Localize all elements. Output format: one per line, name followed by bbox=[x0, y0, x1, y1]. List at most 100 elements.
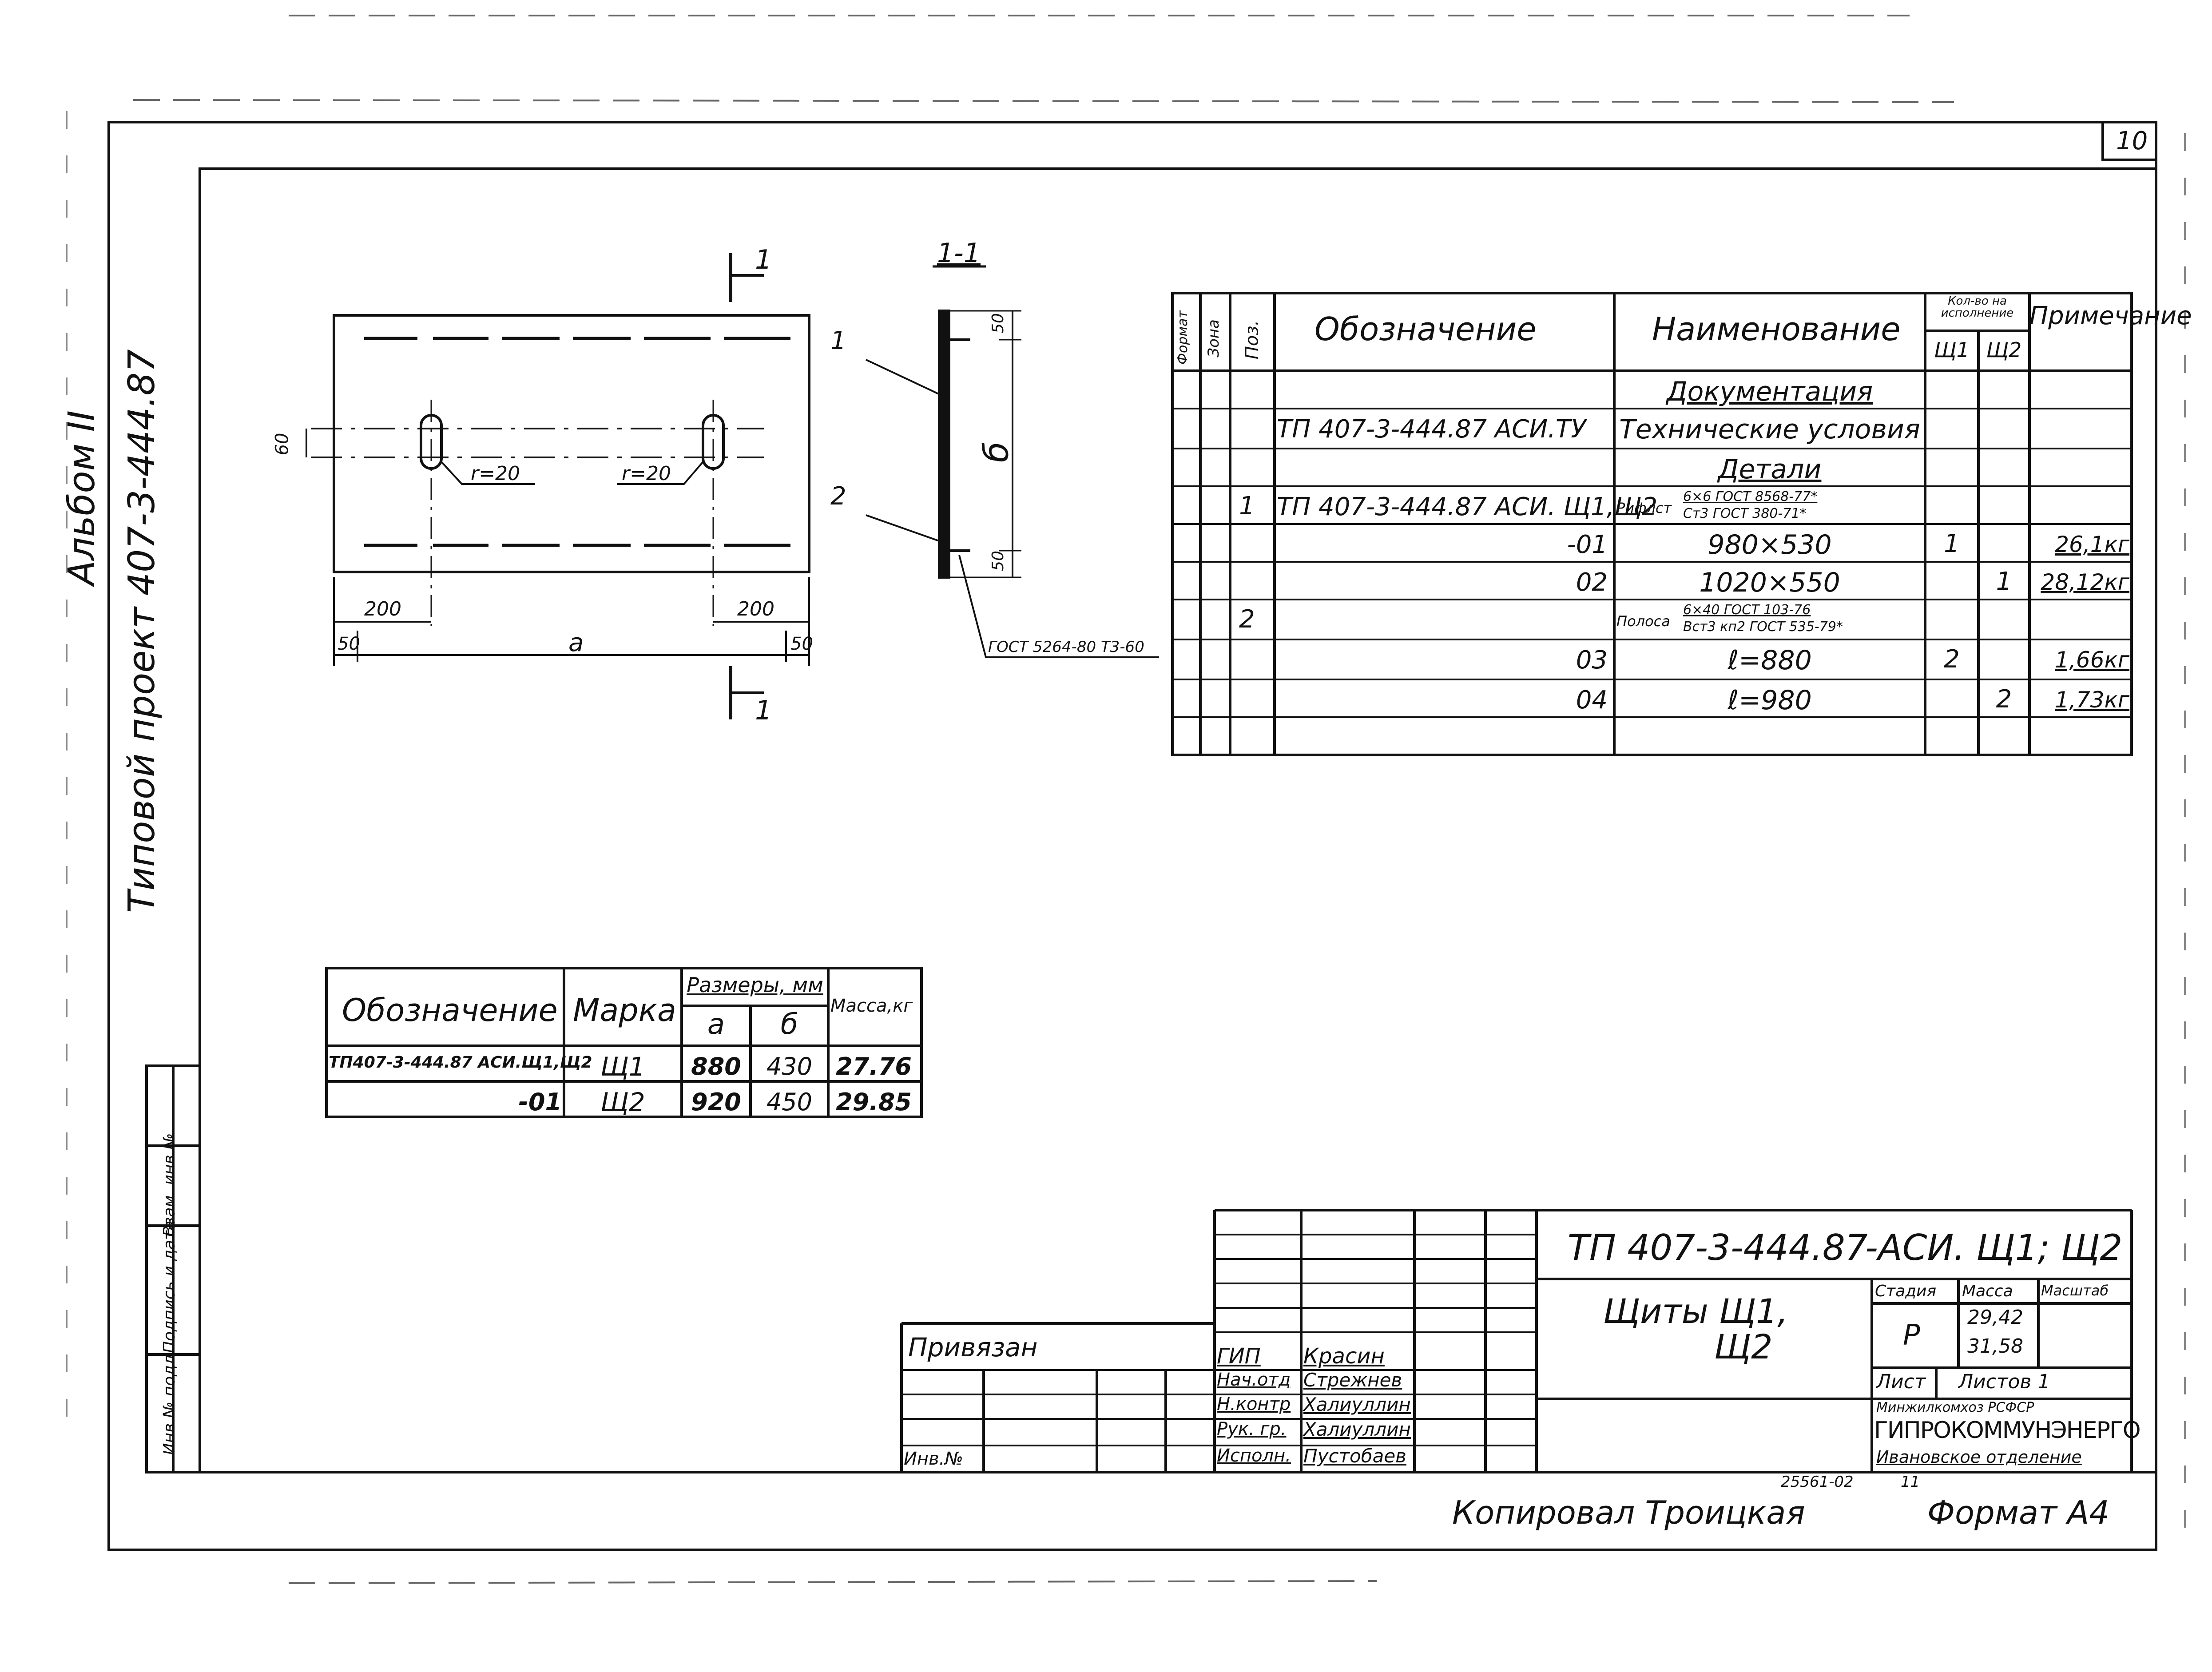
hdr-designation: Обозначение bbox=[1314, 310, 1537, 348]
radius-left: r=20 bbox=[471, 462, 520, 485]
mark-mark: Щ1 bbox=[600, 1052, 645, 1082]
stage-value: Р bbox=[1903, 1319, 1920, 1352]
role-name: Пустобаев bbox=[1303, 1445, 1406, 1467]
role-name: Красин bbox=[1303, 1344, 1385, 1369]
mark-designation: -01 bbox=[518, 1088, 562, 1116]
dim-50-bottom: 50 bbox=[989, 551, 1007, 571]
section-mark-bottom: 1 bbox=[755, 695, 772, 726]
spec-designation: -01 bbox=[1567, 530, 1608, 559]
org-line3: Ивановское отделение bbox=[1876, 1447, 2082, 1467]
title-line1: Щиты Щ1, bbox=[1603, 1291, 1788, 1331]
copied-by: Копировал Троицкая bbox=[1452, 1494, 1805, 1531]
stage-label: Стадия bbox=[1875, 1282, 1937, 1300]
spec-designation: 04 bbox=[1576, 686, 1608, 715]
inv-label: Инв.№ bbox=[904, 1449, 963, 1469]
hdr-qty-2: Щ2 bbox=[1986, 338, 2022, 362]
spec-name-prefix: Полоса bbox=[1616, 613, 1670, 630]
spec-note: 28,12кг bbox=[2041, 569, 2129, 595]
weld-note: ГОСТ 5264-80 Т3-60 bbox=[988, 638, 1144, 656]
doc-code: ТП 407-3-444.87 bbox=[1568, 1227, 1868, 1268]
role-title: Н.контр bbox=[1217, 1394, 1291, 1414]
format-label: Формат А4 bbox=[1927, 1494, 2110, 1531]
spec-note: 1,66кг bbox=[2055, 647, 2129, 673]
mark-b: 450 bbox=[766, 1088, 813, 1116]
mark-hdr-b: б bbox=[780, 1008, 798, 1041]
spec-designation: 03 bbox=[1576, 646, 1608, 675]
role-name: Халиуллин bbox=[1303, 1418, 1411, 1440]
hdr-pos: Поз. bbox=[1242, 320, 1263, 360]
spec-name: ℓ=980 bbox=[1728, 685, 1812, 716]
spec-pos: 2 bbox=[1239, 605, 1255, 634]
spec-name: 1020×550 bbox=[1699, 567, 1840, 598]
section-mark-top: 1 bbox=[755, 244, 772, 275]
mark-a: 880 bbox=[691, 1052, 741, 1080]
hdr-note: Примечание bbox=[2029, 302, 2192, 330]
section-view bbox=[866, 265, 1159, 658]
project-label: Типовой проект 407-3-444.87 bbox=[121, 349, 163, 913]
role-title: Рук. гр. bbox=[1217, 1419, 1287, 1439]
mass-1: 29,42 bbox=[1967, 1306, 2023, 1329]
hdr-qty-1: Щ1 bbox=[1934, 338, 1970, 362]
mass-label: Масса bbox=[1962, 1282, 2013, 1300]
spec-name: 980×530 bbox=[1708, 529, 1832, 560]
role-title: Нач.отд bbox=[1217, 1370, 1291, 1390]
org-line1: Минжилкомхоз РСФСР bbox=[1876, 1400, 2034, 1415]
spec-qty-1: 2 bbox=[1944, 645, 1960, 674]
mark-a: 920 bbox=[691, 1088, 741, 1116]
sheet-number: 10 bbox=[2116, 127, 2148, 155]
album-label: Альбом II bbox=[61, 410, 103, 585]
role-name: Халиуллин bbox=[1303, 1394, 1411, 1415]
mark-mark: Щ2 bbox=[600, 1087, 645, 1117]
spec-name-bottom: Ст3 ГОСТ 380-71* bbox=[1683, 506, 1807, 521]
spec-note: 1,73кг bbox=[2055, 687, 2129, 713]
plate-outline bbox=[333, 314, 810, 573]
spec-designation: ТП 407-3-444.87 АСИ. Щ1,Щ2 bbox=[1277, 492, 1658, 521]
mass-2: 31,58 bbox=[1967, 1335, 2023, 1358]
radius-right: r=20 bbox=[622, 462, 671, 485]
mark-mass: 29.85 bbox=[836, 1088, 912, 1116]
spec-name: Детали bbox=[1718, 454, 1822, 485]
doc-number: 25561-02 bbox=[1781, 1473, 1854, 1491]
stamp-replace: Взам. инв.№ bbox=[160, 1133, 179, 1237]
spec-qty-1: 1 bbox=[1944, 529, 1960, 558]
section-title: 1-1 bbox=[937, 238, 981, 269]
dim-50-right: 50 bbox=[790, 634, 813, 654]
role-title: ГИП bbox=[1217, 1344, 1261, 1369]
dim-50-left: 50 bbox=[338, 634, 360, 654]
dim-200-right: 200 bbox=[737, 598, 774, 620]
inner-frame bbox=[199, 167, 2157, 1473]
linked-label: Привязан bbox=[908, 1332, 1038, 1362]
spec-name-bottom: Вст3 кп2 ГОСТ 535-79* bbox=[1683, 619, 1843, 635]
doc-number-2: 11 bbox=[1901, 1473, 1920, 1491]
leader-2: 2 bbox=[830, 482, 846, 511]
dim-b: б bbox=[976, 441, 1016, 463]
spec-qty-2: 2 bbox=[1996, 685, 2012, 714]
scale-label: Масштаб bbox=[2041, 1282, 2109, 1299]
org-line2: ГИПРОКОММУНЭНЕРГО bbox=[1874, 1417, 2141, 1444]
spec-designation: 02 bbox=[1576, 568, 1608, 597]
dim-200-left: 200 bbox=[364, 598, 401, 620]
spec-name: Технические условия bbox=[1619, 414, 1920, 445]
mark-designation: ТП407-3-444.87 АСИ.Щ1,Щ2 bbox=[329, 1053, 592, 1072]
hdr-name: Наименование bbox=[1652, 310, 1901, 348]
spec-note: 26,1кг bbox=[2055, 532, 2129, 557]
dim-a: a bbox=[568, 628, 584, 657]
role-title: Исполн. bbox=[1217, 1446, 1291, 1466]
mark-table-grid bbox=[325, 967, 923, 1118]
spec-name: ℓ=880 bbox=[1728, 645, 1812, 676]
sheets-label: Листов 1 bbox=[1958, 1370, 2050, 1393]
spec-name: Документация bbox=[1666, 376, 1873, 407]
plate-drawing bbox=[306, 253, 810, 719]
dim-50-top: 50 bbox=[989, 313, 1007, 334]
hdr-qty: Кол-во на исполнение bbox=[1941, 294, 2014, 320]
mark-hdr-mass: Масса,кг bbox=[830, 996, 913, 1016]
spec-qty-2: 1 bbox=[1996, 567, 2012, 596]
role-name: Стрежнев bbox=[1303, 1369, 1402, 1391]
sheet-label: Лист bbox=[1876, 1370, 1926, 1393]
mark-hdr-mark: Марка bbox=[573, 992, 676, 1029]
mark-hdr-a: a bbox=[707, 1008, 725, 1041]
spec-name-prefix: Рифлст bbox=[1616, 500, 1672, 516]
mark-hdr-designation: Обозначение bbox=[342, 992, 558, 1029]
title-block-grid bbox=[900, 1209, 2133, 1472]
